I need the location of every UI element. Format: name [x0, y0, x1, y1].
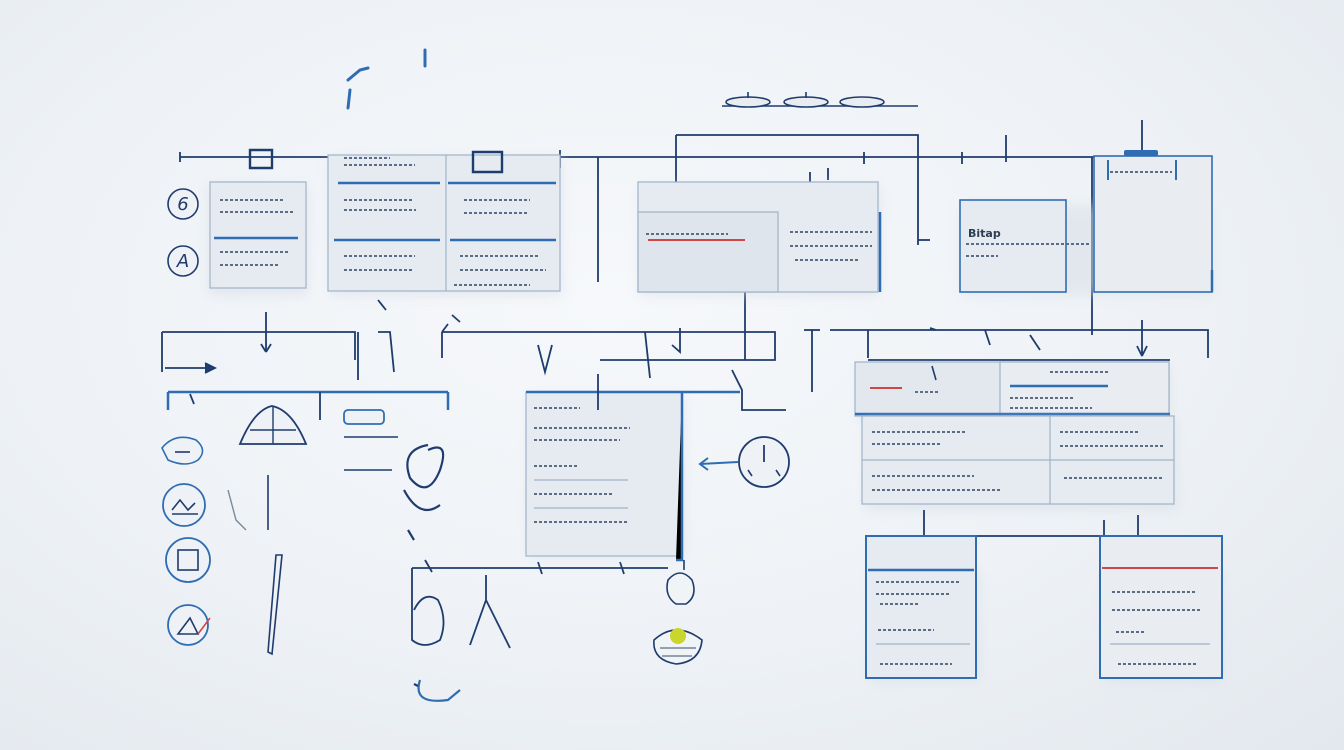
svg-text:6: 6: [177, 194, 188, 215]
circle-node-6: 6: [167, 188, 199, 220]
triangle-icon: [167, 604, 211, 646]
svg-text:A: A: [176, 251, 189, 272]
top-scribbles: [346, 48, 427, 110]
panel-4: Bitap: [959, 155, 1214, 295]
panel-3: [637, 181, 882, 296]
square-icon: [165, 537, 211, 583]
left-blue-bus: [166, 390, 450, 410]
stopwatch-icon: [698, 436, 790, 488]
pen-icon: [227, 475, 283, 656]
middle-bus-lines: [161, 299, 1209, 392]
card-caption: Bitap: [968, 227, 1001, 240]
chat-bubble-icon: [161, 436, 204, 465]
left-bus-ticks: [189, 392, 321, 420]
right-panel-upper: [854, 361, 1170, 420]
panel-2: [327, 150, 562, 296]
right-panel-lower: [861, 415, 1177, 510]
clip-icon: [403, 443, 461, 702]
shoe-icon: [411, 559, 668, 646]
top-right-tab: [1124, 150, 1158, 156]
top-connector-shapes: [722, 92, 918, 108]
panel-1: [208, 148, 308, 296]
tent-icon: [238, 405, 308, 445]
image-icon: [162, 483, 206, 527]
dividers-icon: [469, 575, 511, 649]
lightbulb-icon: [653, 560, 703, 665]
tag-icon: [343, 409, 398, 471]
circle-node-a: A: [167, 245, 199, 277]
center-panel: [525, 369, 786, 562]
bottom-panel-left: [865, 535, 980, 682]
bottom-panel-right: [1099, 535, 1223, 682]
